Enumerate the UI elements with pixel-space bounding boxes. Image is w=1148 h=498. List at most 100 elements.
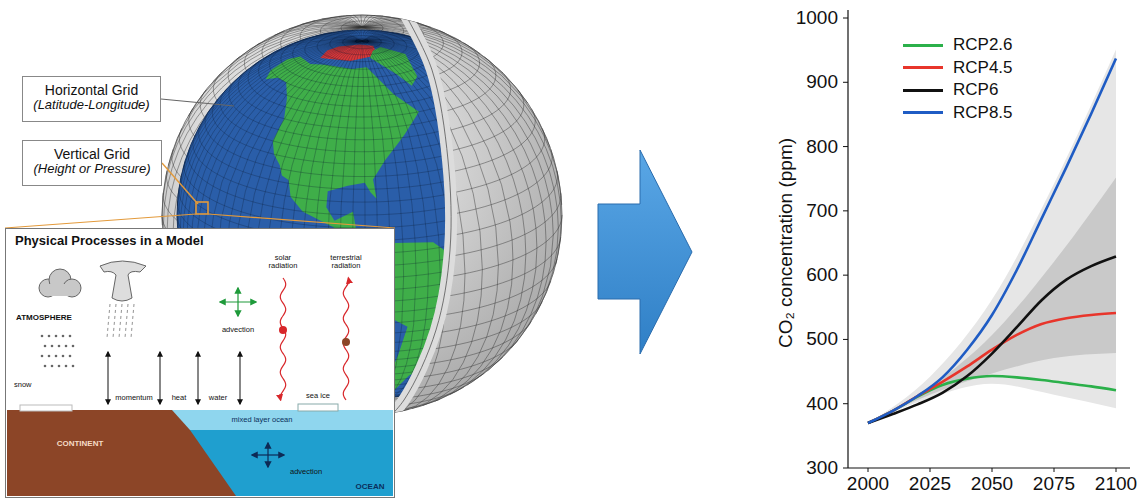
rain-streak [131,304,134,338]
rain-streak [107,304,110,338]
box-subtitle: (Latitude-Longitude) [32,98,151,113]
process-label: advection [290,468,322,476]
process-label: momentum [115,394,153,402]
legend-line [903,44,943,47]
legend-line [903,66,943,69]
legend-label: RCP2.6 [953,36,1013,55]
flake-dot [62,335,65,338]
radiation-dot [279,326,287,334]
flake-dot [41,335,44,338]
process-label: water [209,394,227,402]
white-cover [20,405,72,411]
tick-mark [843,146,848,147]
range-band [868,177,1116,423]
rain-streak [119,304,122,338]
series-line [868,313,1116,423]
legend-line [903,111,943,114]
process-label: sea ice [306,392,330,400]
process-label: advection [222,326,254,334]
flake-dot [55,355,58,358]
tick-label: 700 [806,200,838,221]
exchange-arrow [108,352,109,404]
tick-label: 600 [806,265,838,286]
tick-mark [1116,468,1117,472]
process-label: ATMOSPHERE [16,314,72,323]
process-label: solar radiation [260,254,306,271]
tick-mark [843,403,848,404]
flake-dot [69,355,72,358]
tick-mark [843,468,848,469]
label-box: Vertical Grid(Height or Pressure) [22,140,162,186]
tick-mark [843,210,848,211]
tick-label: 2025 [909,474,951,495]
flake-dot [58,345,61,348]
tick-mark [843,82,848,83]
flow-arrow [598,150,692,354]
flake-dot [48,335,51,338]
tick-label: 1000 [796,8,838,29]
inset-ground [5,228,395,498]
flake-dot [51,365,54,368]
flake-dot [44,345,47,348]
zoom-line [5,214,196,228]
legend-line [903,89,943,92]
flake-dot [48,355,51,358]
flake-dot [58,365,61,368]
tick-mark [1054,468,1055,472]
tick-mark [992,468,993,472]
inset-figure [5,228,395,498]
flake-dot [41,355,44,358]
process-label: terrestrial radiation [320,254,372,271]
tick-label: 500 [806,329,838,350]
land-block [7,410,236,496]
tick-label: 2000 [847,474,889,495]
rain-streak [125,304,128,338]
cloud-icon [39,269,81,297]
exchange-arrow [198,352,199,404]
flow-cross [267,443,268,467]
process-label: snow [14,381,32,389]
flake-dot [44,365,47,368]
tick-label: 2100 [1095,474,1137,495]
label-box: Horizontal Grid(Latitude-Longitude) [22,76,161,122]
flake-dot [65,345,68,348]
range-band [868,50,1116,424]
process-label: OCEAN [356,483,385,492]
legend-label: RCP6 [953,81,998,100]
tick-label: 800 [806,136,838,157]
flake-dot [55,335,58,338]
tick-mark [843,275,848,276]
flow-cross [237,288,238,316]
exchange-arrow [160,352,161,404]
flake-dot [72,365,75,368]
tick-mark [930,468,931,472]
radiation-dot [342,338,350,346]
flake-dot [65,365,68,368]
box-subtitle: (Height or Pressure) [32,162,152,177]
flake-dot [51,345,54,348]
process-label: heat [172,394,187,402]
tick-label: 900 [806,72,838,93]
exchange-arrow [240,352,241,404]
tick-mark [843,339,848,340]
series-line [868,59,1116,424]
series-line [868,257,1116,424]
flake-dot [72,345,75,348]
process-label: CONTINENT [57,440,104,449]
box-heading: Horizontal Grid [32,82,151,98]
radiation-wave [280,278,285,400]
legend-label: RCP4.5 [953,58,1013,77]
tick-mark [843,18,848,19]
leader-line [161,99,234,106]
tick-label: 400 [806,393,838,414]
storm-cloud [100,261,146,301]
line-chart [843,10,1130,472]
box-heading: Physical Processes in a Model [15,234,385,249]
tick-label: 2050 [971,474,1013,495]
tick-label: 300 [806,458,838,479]
ice-slab [298,404,338,411]
box-heading: Vertical Grid [32,146,152,162]
y-axis [847,10,848,468]
flake-dot [69,335,72,338]
